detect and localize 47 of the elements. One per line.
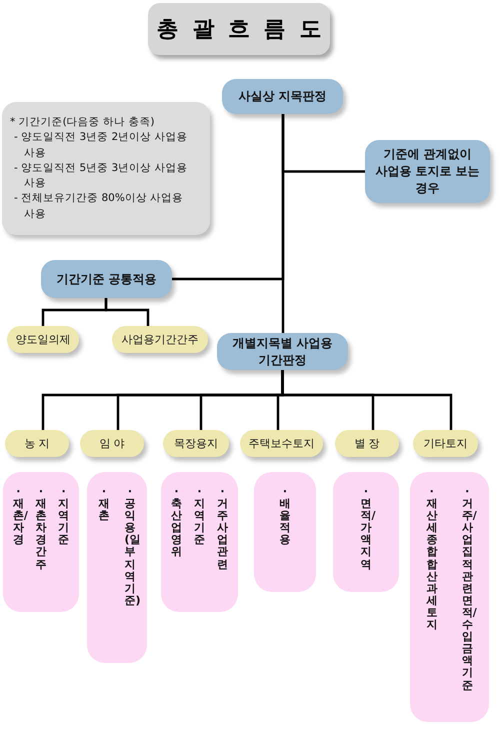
vertical-text: ·거주사업관련 — [217, 486, 228, 571]
box-text: 별 장 — [354, 436, 380, 451]
criteria-box — [333, 472, 399, 592]
category-box — [7, 326, 79, 353]
process-box — [365, 140, 490, 203]
note-box — [2, 102, 210, 235]
box-text: * 기간기준(다음중 하나 충족) — [10, 115, 154, 130]
box-text: 주택보수토지 — [248, 436, 314, 451]
box-text: - 양도일직전 5년중 3년이상 사업용 사용 — [13, 160, 189, 192]
criteria-box — [254, 472, 316, 592]
box-text: 목장용지 — [174, 436, 218, 451]
connector-line — [282, 114, 284, 333]
box-text: 기간기준 공통적용 — [56, 270, 157, 288]
box-text: 사업용기간간주 — [122, 332, 198, 347]
criteria-box — [3, 472, 79, 612]
vertical-text: ·지역기준 — [194, 486, 205, 546]
category-box — [5, 430, 69, 457]
category-box — [112, 326, 208, 353]
box-text: 기준에 관계없이 사업용 토지로 보는 경우 — [374, 146, 481, 197]
criteria-box — [410, 472, 489, 722]
category-box — [335, 430, 399, 457]
connector-line — [104, 298, 150, 326]
box-text: 양도일의제 — [16, 332, 70, 347]
connector-line — [281, 370, 452, 430]
vertical-text: ·재산세 종합 합산 과세 토지 — [426, 486, 438, 632]
process-box — [222, 79, 343, 114]
category-box — [240, 430, 323, 457]
box-text: 기타토지 — [424, 436, 468, 451]
box-text: - 전체보유기간중 80%이상 사업용 사용 — [13, 191, 184, 222]
box-text: 사실상 지목판정 — [238, 88, 327, 105]
vertical-text: ·재촌 — [98, 486, 110, 522]
criteria-box — [87, 472, 147, 663]
category-box — [413, 430, 478, 457]
vertical-text: ·배율적용 — [280, 486, 290, 546]
box-text: 개별지목별 사업용 기간판정 — [231, 334, 334, 368]
process-box — [217, 333, 348, 370]
vertical-text: ·지역기준 — [58, 486, 70, 546]
vertical-text: ·재촌차경간주 — [35, 486, 46, 571]
box-text: - 양도일직전 3년중 2년이상 사업용 사용 — [13, 130, 189, 161]
category-box — [80, 430, 144, 457]
vertical-text: ·축산업영위 — [171, 486, 182, 559]
box-text: 농 지 — [24, 436, 50, 451]
box-text: 임 야 — [99, 436, 125, 451]
criteria-box — [161, 472, 238, 612]
process-box — [41, 260, 172, 298]
title-box: 총 괄 흐 름 도 — [148, 3, 330, 55]
category-box — [163, 430, 229, 457]
